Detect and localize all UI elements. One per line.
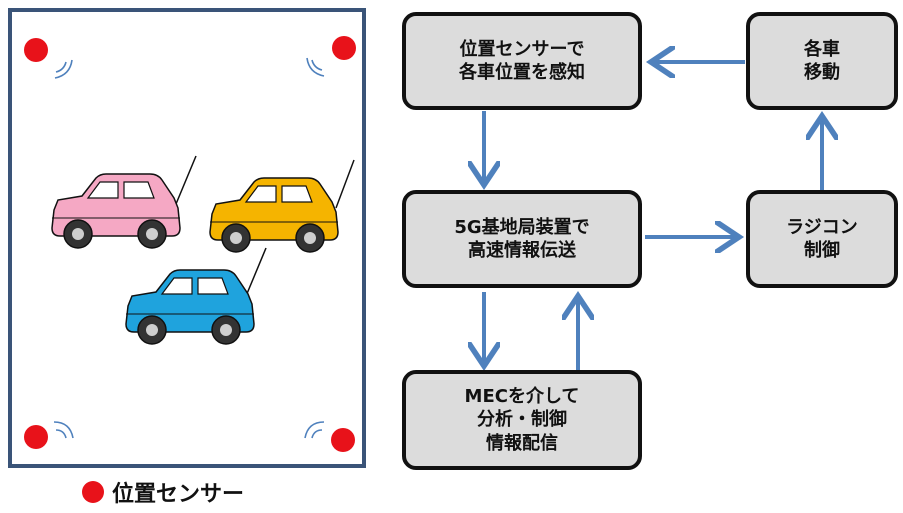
radio-wave-icon: [304, 421, 325, 439]
box-mec-distribution: MECを介して 分析・制御 情報配信: [402, 370, 642, 470]
car-window: [244, 185, 277, 203]
sensor-top-left: [24, 38, 73, 79]
car-window: [281, 185, 313, 203]
legend: 位置センサー: [82, 476, 244, 508]
rc-car-blue: [125, 247, 267, 345]
sensor-bottom-left: [24, 421, 74, 449]
radio-wave-icon: [54, 59, 73, 79]
box-car-move: 各車 移動: [746, 12, 898, 110]
sensor-dot-icon: [82, 481, 104, 503]
sensor-top-right: [306, 36, 356, 77]
car-window: [197, 277, 229, 295]
sensor-dot-icon: [332, 36, 356, 60]
rc-car-yellow: [209, 159, 355, 253]
radio-wave-icon: [53, 421, 74, 439]
car-antenna: [245, 247, 267, 297]
sensor-bottom-right: [304, 421, 355, 452]
sensor-dot-icon: [24, 425, 48, 449]
car-window: [123, 181, 155, 199]
box-rc-control: ラジコン 制御: [746, 190, 898, 288]
box-5g-transmit: 5G基地局装置で 高速情報伝送: [402, 190, 642, 288]
box-sense-position: 位置センサーで 各車位置を感知: [402, 12, 642, 110]
car-window: [160, 277, 193, 295]
sensor-dot-icon: [331, 428, 355, 452]
sensor-dot-icon: [24, 38, 48, 62]
car-window: [86, 181, 119, 199]
legend-label: 位置センサー: [112, 482, 245, 507]
rc-car-pink: [51, 155, 197, 249]
car-antenna: [335, 159, 355, 209]
car-antenna: [175, 155, 197, 205]
radio-wave-icon: [306, 57, 325, 77]
